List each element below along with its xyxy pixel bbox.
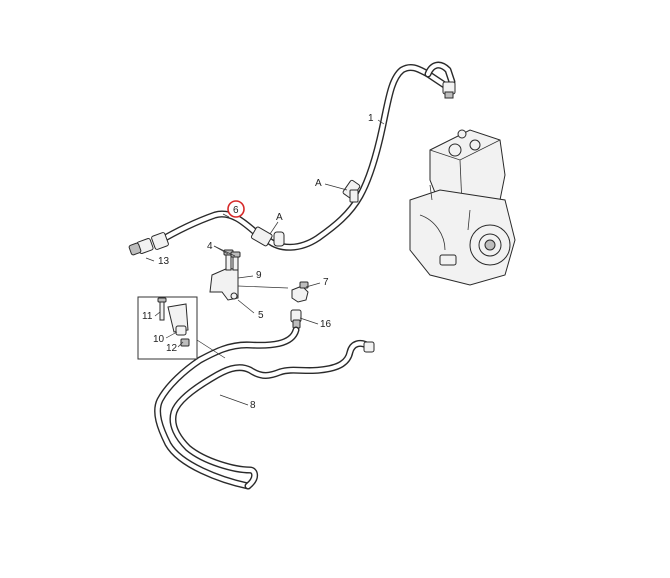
callout-a-top[interactable]: A [315, 178, 322, 189]
bracket-9 [209, 249, 241, 301]
hose-6 [154, 210, 285, 247]
callout-a-mid[interactable]: A [276, 212, 283, 223]
callout-5[interactable]: 5 [258, 310, 264, 321]
fitting-16 [290, 309, 302, 329]
callout-12[interactable]: 12 [166, 343, 178, 354]
callout-13[interactable]: 13 [158, 256, 170, 267]
pipe-8 [154, 326, 375, 490]
pipe-1 [264, 61, 456, 251]
detail-inset [137, 296, 226, 360]
callout-10[interactable]: 10 [153, 334, 165, 345]
callout-1[interactable]: 1 [368, 113, 374, 124]
callout-8[interactable]: 8 [250, 400, 256, 411]
callout-16[interactable]: 16 [320, 319, 332, 330]
highlight-circle [227, 200, 245, 218]
leader-lines [145, 119, 385, 406]
compressor [409, 129, 516, 286]
fitting-13 [128, 232, 169, 256]
callout-11[interactable]: 11 [142, 311, 153, 322]
callout-9[interactable]: 9 [256, 270, 262, 281]
callout-4[interactable]: 4 [207, 241, 213, 252]
callout-6[interactable]: 6 [233, 205, 239, 216]
callout-7[interactable]: 7 [323, 277, 329, 288]
elbow-7 [291, 281, 309, 303]
